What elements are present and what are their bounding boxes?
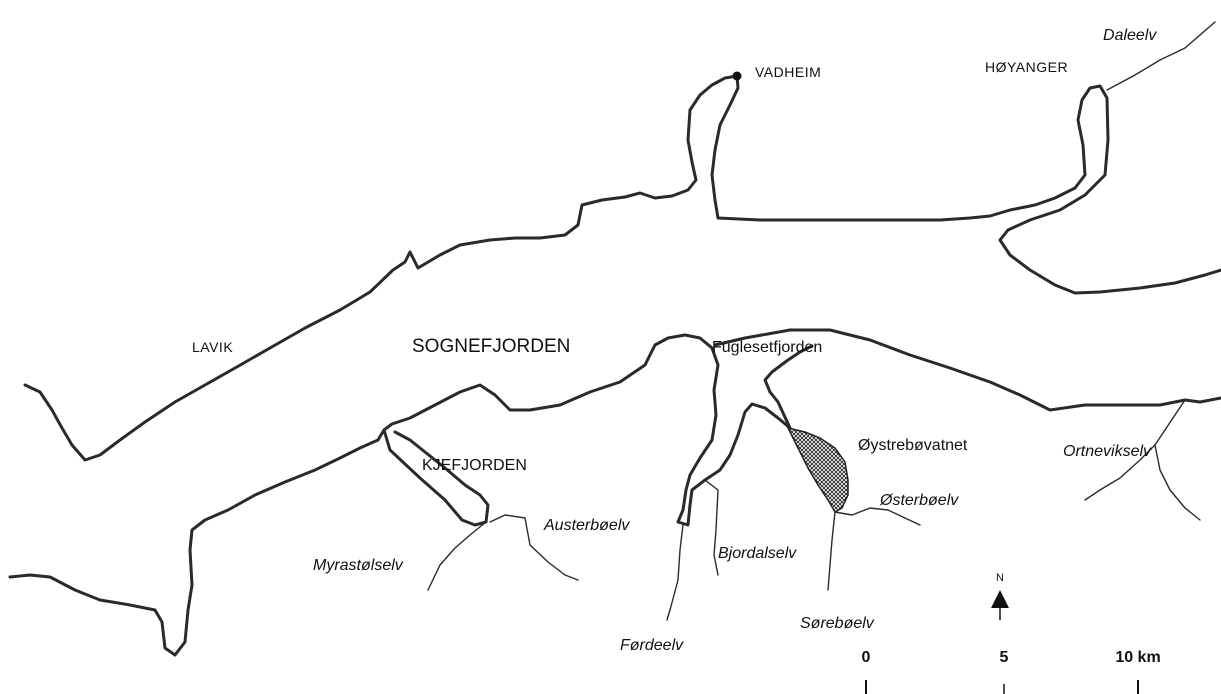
river-myrastolselv: Myrastølselv <box>313 557 404 574</box>
place-hoyanger: HØYANGER <box>985 59 1068 75</box>
scale-tick-label-0: 0 <box>862 649 871 666</box>
river-ortnevikselv-branch <box>1154 444 1201 521</box>
river-fordeelv: Førdeelv <box>620 637 684 654</box>
coastline-south-west <box>8 333 714 657</box>
river-austerboelv-line <box>489 514 579 581</box>
scale-tick-label-10: 10 km <box>1115 649 1160 666</box>
river-soreboelv-line <box>827 511 836 591</box>
river-bjordalselv-line <box>704 479 719 576</box>
fjord-fuglesetfjorden: Fuglesetfjorden <box>712 339 822 356</box>
coastline-kjefjorden <box>382 428 490 527</box>
map-labels: VADHEIM HØYANGER LAVIK SOGNEFJORDEN Fugl… <box>192 27 1157 654</box>
river-bjordalselv: Bjordalselv <box>718 545 797 562</box>
coastline-vadheim-east <box>710 74 1221 295</box>
coastline-north-west <box>23 74 739 462</box>
river-ortnevikselv-line <box>1084 399 1186 501</box>
river-austerboelv: Austerbøelv <box>543 517 630 534</box>
coastline-fuglesetfjorden-west <box>676 346 792 527</box>
place-vadheim: VADHEIM <box>755 64 821 80</box>
river-myrastolselv-line <box>427 521 487 591</box>
river-ortnevikselv: Ortnevikselv <box>1063 443 1152 460</box>
north-arrow: N <box>991 572 1009 620</box>
river-daleelv: Daleelv <box>1103 27 1157 44</box>
river-soreboelv: Sørebøelv <box>800 615 875 632</box>
rivers <box>427 21 1216 621</box>
coastlines <box>8 74 1221 657</box>
lake-oystrebovatnet-label: Øystrebøvatnet <box>858 437 968 454</box>
river-osterboelv: Østerbøelv <box>879 492 959 509</box>
scale-tick-label-5: 5 <box>1000 649 1009 666</box>
river-daleelv-line <box>1106 21 1216 91</box>
scale-bar: 0 5 10 km <box>862 649 1161 694</box>
place-lavik: LAVIK <box>192 339 233 355</box>
vadheim-dot <box>732 71 742 81</box>
river-fordeelv-line <box>666 524 684 621</box>
north-arrow-icon <box>991 590 1009 608</box>
river-osterboelv-line <box>834 507 921 526</box>
coastline-east-inlet <box>763 344 814 430</box>
coastline-fuglesetfjorden-east <box>713 328 1221 412</box>
lake-oystrebovatnet <box>786 426 849 514</box>
fjord-kjefjorden: KJEFJORDEN <box>422 457 527 474</box>
fjord-sognefjorden: SOGNEFJORDEN <box>412 336 570 357</box>
north-label: N <box>996 572 1004 584</box>
